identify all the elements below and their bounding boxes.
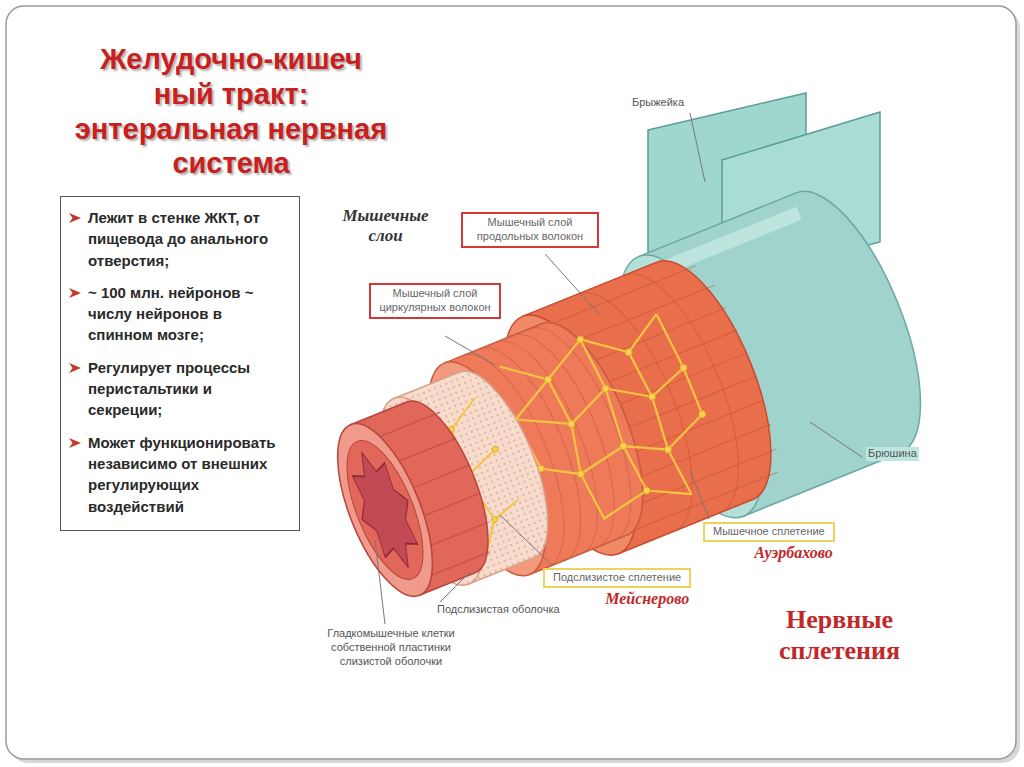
bullet-item: Регулирует процессы перистальтики и секр… (69, 357, 289, 421)
leader-line (690, 113, 705, 182)
group-label: Мышечные слои (328, 206, 443, 247)
part-label: Подслизистая оболочка (437, 603, 560, 617)
callout-text: Мышечный слой циркулярных волокон (377, 287, 493, 315)
leader-line (500, 515, 552, 565)
bullet-text: Может функционировать независимо от внеш… (88, 432, 289, 517)
plexus-callout: Мышечное сплетениеАуэрбахово (703, 522, 835, 542)
bullet-arrow-shape (69, 288, 81, 298)
callout-box: Мышечный слой продольных волокон (461, 212, 599, 248)
bullet-arrow-shape (69, 213, 81, 223)
part-label: Брыжейка (632, 96, 684, 110)
slide-title: Желудочно-кишеч ный тракт: энтеральная н… (72, 42, 390, 181)
mucosa-inner (331, 431, 438, 589)
bullet-text: Регулирует процессы перистальтики и секр… (88, 357, 289, 421)
part-label: Брюшина (866, 447, 919, 461)
plexus-name: Ауэрбахово (754, 543, 832, 562)
bullet-arrow (69, 212, 82, 224)
leader-line (690, 470, 709, 519)
lumen (339, 443, 431, 577)
bullet-arrow-shape (69, 363, 81, 373)
bullet-item: ~ 100 млн. нейронов ~ числу нейронов в с… (69, 282, 289, 346)
bullet-item: Может функционировать независимо от внеш… (69, 432, 289, 517)
bullet-arrow (69, 287, 82, 299)
leader-line (375, 540, 385, 624)
leader-line (810, 422, 862, 457)
bullet-arrow (69, 362, 82, 374)
info-box: Лежит в стенке ЖКТ, от пищевода до аналь… (60, 196, 300, 531)
bullet-item: Лежит в стенке ЖКТ, от пищевода до аналь… (69, 207, 289, 271)
leader-lines (375, 113, 862, 624)
bullet-text: ~ 100 млн. нейронов ~ числу нейронов в с… (88, 282, 289, 346)
peritoneum-highlight (655, 213, 799, 271)
bullet-arrow (69, 437, 82, 449)
bullet-text: Лежит в стенке ЖКТ, от пищевода до аналь… (88, 207, 289, 271)
nerve-fibre (500, 305, 666, 399)
mucosa-cut (318, 412, 452, 609)
group-label: Нервные сплетения (752, 604, 927, 666)
lumen-star (339, 443, 431, 577)
plexus-callout: Подслизистое сплетениеМейснерово (543, 568, 691, 588)
callout-text: Мышечный слой продольных волокон (469, 216, 591, 244)
callout-box: Мышечный слой циркулярных волокон (369, 283, 501, 319)
slide-frame (6, 6, 1016, 759)
bullet-arrow-shape (69, 438, 81, 448)
leader-line (445, 336, 495, 365)
leader-line (440, 572, 470, 602)
plexus-name: Мейснерово (605, 589, 689, 608)
leader-line (545, 254, 600, 315)
callout-text: Мышечное сплетение (713, 525, 825, 539)
part-label: Гладкомышечные клетки собственной пласти… (322, 627, 460, 668)
intestine-tube (300, 173, 950, 653)
callout-text: Подслизистое сплетение (553, 571, 681, 585)
